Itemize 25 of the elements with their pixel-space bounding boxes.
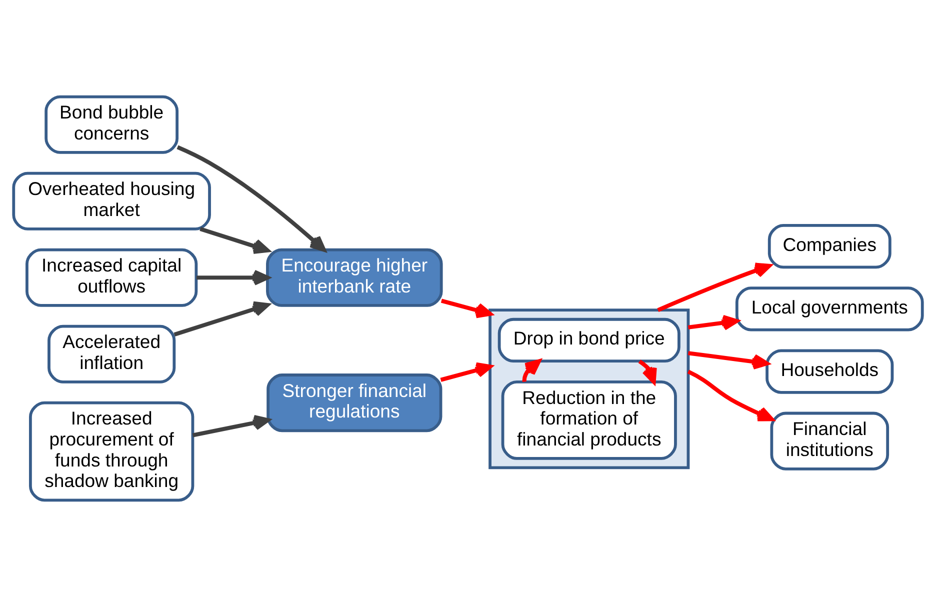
arrow bbox=[440, 362, 492, 382]
node-box: Increased procurement of funds through shadow banking bbox=[28, 401, 194, 502]
arrow bbox=[199, 227, 269, 254]
arrow bbox=[656, 262, 771, 312]
arrow bbox=[192, 415, 270, 438]
arrow bbox=[176, 145, 326, 252]
node-box: Accelerated inflation bbox=[47, 324, 176, 384]
node-box: Bond bubble concerns bbox=[44, 95, 178, 154]
node-box: Reduction in the formation of financial products bbox=[500, 380, 676, 460]
arrow bbox=[638, 360, 656, 384]
arrow bbox=[173, 301, 269, 336]
node-box: Companies bbox=[767, 224, 891, 269]
arrow bbox=[686, 370, 774, 422]
node-box: Overheated housing market bbox=[12, 172, 210, 230]
node-box: Encourage higher interbank rate bbox=[266, 248, 442, 307]
node-box: Financial institutions bbox=[770, 412, 889, 470]
node-box: Households bbox=[765, 349, 894, 394]
arrow bbox=[440, 298, 492, 318]
cluster bbox=[488, 308, 690, 470]
node-box: Local governments bbox=[734, 286, 924, 332]
arrow bbox=[687, 314, 738, 330]
node-box: Stronger financial regulations bbox=[266, 374, 442, 432]
node-box: Drop in bond price bbox=[497, 318, 680, 363]
arrow bbox=[522, 359, 540, 382]
node-box: Increased capital outflows bbox=[25, 248, 198, 307]
